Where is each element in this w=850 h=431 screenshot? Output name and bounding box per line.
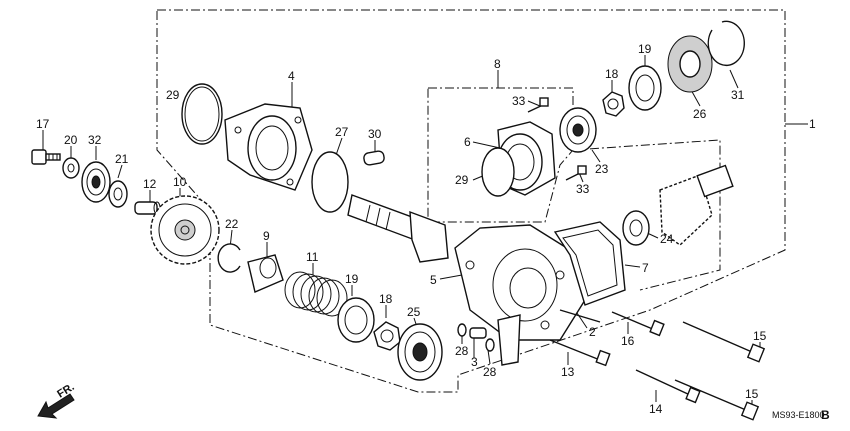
part-collar-28-3	[457, 323, 495, 352]
assembly-boundary	[156, 9, 786, 393]
diagram-code-text: MS93-E1800	[772, 410, 825, 420]
callout-5: 5	[430, 273, 437, 287]
callout-31: 31	[731, 88, 745, 102]
part-pin-30	[363, 150, 385, 166]
callout-28-lower: 28	[483, 365, 497, 379]
part-bearing-25	[397, 323, 443, 381]
part-bolt-33-lower	[565, 165, 587, 181]
callout-labels: 1 2 3 4 5 6 7 8 9 10 11 12 13 14 15 15 1…	[36, 42, 816, 416]
callout-19-right: 19	[638, 42, 652, 56]
front-arrow-icon	[37, 393, 75, 419]
callout-18-left: 18	[379, 292, 393, 306]
part-gear-10	[150, 195, 220, 265]
part-bolt-17	[31, 149, 61, 165]
callout-9: 9	[263, 229, 270, 243]
callout-13: 13	[561, 365, 575, 379]
callout-6: 6	[464, 135, 471, 149]
callout-1: 1	[809, 117, 816, 131]
callout-27: 27	[335, 125, 349, 139]
callout-29-right: 29	[455, 173, 469, 187]
callout-3: 3	[471, 355, 478, 369]
callout-23: 23	[595, 162, 609, 176]
callout-15-upper: 15	[753, 329, 767, 343]
part-bolt-16	[611, 311, 665, 337]
callout-15-lower: 15	[745, 387, 759, 401]
part-seal-26	[667, 35, 713, 93]
part-collar-21	[108, 180, 128, 208]
diagram-code: MS93-E1800 B	[772, 408, 830, 422]
callout-8: 8	[494, 57, 501, 71]
callout-18-right: 18	[605, 67, 619, 81]
part-bolt-2	[559, 309, 601, 323]
callout-16: 16	[621, 334, 635, 348]
part-gear-case-5	[454, 224, 586, 366]
part-bolt-14	[635, 369, 701, 404]
part-circlip-31	[707, 20, 745, 67]
part-bolt-15-upper	[682, 321, 766, 363]
callout-24: 24	[660, 232, 674, 246]
part-snap-ring-22	[217, 243, 241, 273]
part-sleeve-9	[247, 254, 284, 293]
part-washer-20	[62, 157, 80, 179]
diagram-code-suffix: B	[821, 408, 830, 422]
callout-14: 14	[649, 402, 663, 416]
callout-29-left: 29	[166, 88, 180, 102]
part-pinion-shaft	[347, 194, 449, 263]
callout-20: 20	[64, 133, 78, 147]
callout-33-upper: 33	[512, 94, 526, 108]
part-bearing-23	[559, 107, 597, 153]
leader-lines	[42, 55, 808, 412]
part-bolt-15-lower	[674, 379, 760, 421]
part-o-ring-27	[311, 151, 349, 213]
callout-21: 21	[115, 152, 129, 166]
front-direction-indicator: FR.	[37, 381, 77, 419]
part-bearing-24	[622, 210, 650, 246]
front-label: FR.	[55, 381, 76, 401]
part-locknut-18-right	[602, 91, 625, 117]
callout-4: 4	[288, 69, 295, 83]
callout-25: 25	[407, 305, 421, 319]
callout-11: 11	[306, 250, 319, 264]
part-o-ring-29-left	[181, 83, 223, 145]
part-holder-19-left	[337, 297, 375, 343]
part-bearing-32	[81, 161, 111, 203]
callout-33-lower: 33	[576, 182, 590, 196]
callout-7: 7	[642, 261, 649, 275]
callout-26: 26	[693, 107, 707, 121]
part-holder-19-right	[628, 65, 662, 111]
part-locknut-18-left	[373, 321, 401, 351]
callout-22: 22	[225, 217, 239, 231]
part-housing-4	[224, 103, 313, 191]
part-ring-gear	[659, 164, 734, 246]
part-gasket-7	[553, 221, 626, 306]
callout-12: 12	[143, 177, 157, 191]
callout-19-left: 19	[345, 272, 359, 286]
part-bolt-33-upper	[527, 97, 549, 113]
part-bolt-13	[549, 339, 611, 367]
callout-32: 32	[88, 133, 102, 147]
callout-30: 30	[368, 127, 382, 141]
part-spring-11	[284, 271, 348, 317]
callout-10: 10	[173, 175, 187, 189]
part-o-ring-29-right	[481, 147, 515, 197]
callout-17: 17	[36, 117, 50, 131]
callout-28-upper: 28	[455, 344, 469, 358]
callout-2: 2	[589, 325, 596, 339]
